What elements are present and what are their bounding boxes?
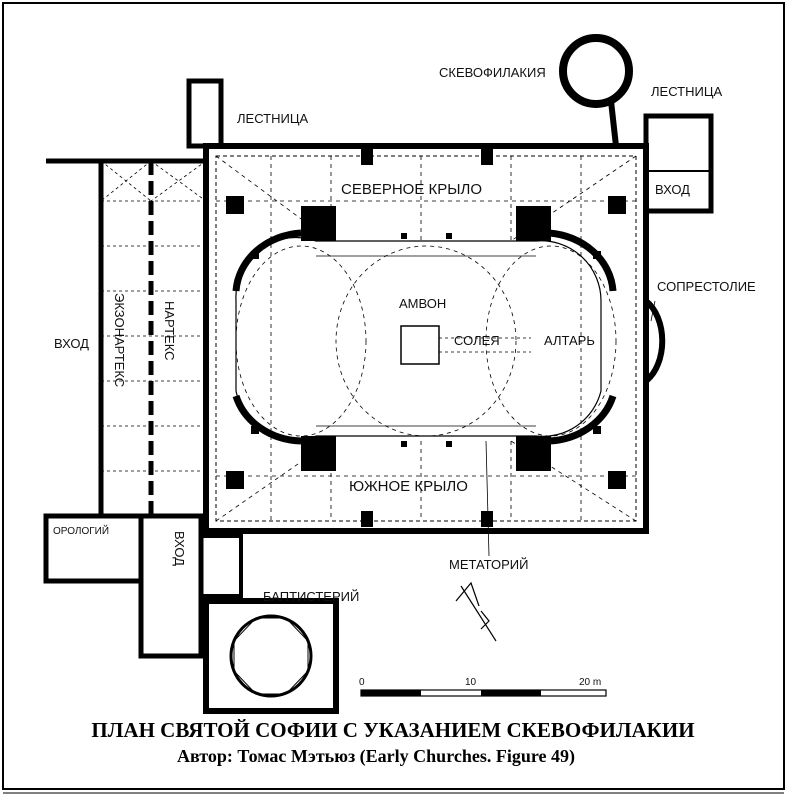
caption-subtitle: Автор: Томас Мэтьюз (Early Churches. Fig… xyxy=(177,746,575,767)
label-stair-left: ЛЕСТНИЦА xyxy=(237,111,308,126)
label-entrance-south: ВХОД xyxy=(172,531,187,566)
west-semidome xyxy=(235,245,367,437)
exedra-sw xyxy=(232,394,302,445)
label-solea: СОЛЕЯ xyxy=(454,333,500,348)
figure-border xyxy=(2,2,785,790)
scale-zero: 0 xyxy=(359,677,365,688)
sw-passage xyxy=(199,534,243,598)
label-exonarthex: ЭКЗОНАРТЕКС xyxy=(112,293,127,387)
narthex-vaults xyxy=(100,160,207,472)
baptistery-walls xyxy=(203,598,339,714)
exedra-se xyxy=(548,394,617,445)
label-narthex: НАРТЕКС xyxy=(162,301,177,361)
skevo-link xyxy=(608,100,619,147)
label-synthronon: СОПРЕСТОЛИЕ xyxy=(657,279,756,294)
scale-bar: 0 10 20 m xyxy=(359,677,607,697)
scale-ten: 10 xyxy=(465,677,477,688)
ambon-platform xyxy=(400,325,440,365)
label-stair-right: ЛЕСТНИЦА xyxy=(651,84,722,99)
nw-stair-tower xyxy=(186,78,224,149)
caption-title: ПЛАН СВЯТОЙ СОФИИ С УКАЗАНИЕМ СКЕВОФИЛАК… xyxy=(91,718,694,742)
central-dome xyxy=(335,245,517,437)
label-south-wing: ЮЖНОЕ КРЫЛО xyxy=(349,478,468,495)
piers xyxy=(226,149,626,527)
church-plan xyxy=(43,34,714,714)
metatorion-leader xyxy=(485,440,490,557)
label-ambon: АМВОН xyxy=(399,296,446,311)
baptistery-font xyxy=(233,617,309,695)
label-north-wing: СЕВЕРНОЕ КРЫЛО xyxy=(341,181,482,198)
inner-outline xyxy=(215,155,637,522)
skevophylakion-rotunda xyxy=(559,34,633,108)
east-semidome xyxy=(485,245,617,437)
baptistery-octagon xyxy=(229,614,313,698)
label-metatorion: МЕТАТОРИЙ xyxy=(449,557,529,572)
apse xyxy=(644,298,666,384)
label-skevofylakia: СКЕВОФИЛАКИЯ xyxy=(439,65,546,80)
scale-twenty: 20 m xyxy=(579,677,601,688)
north-arrow-icon xyxy=(455,581,497,642)
label-baptistery: БАПТИСТЕРИЙ xyxy=(263,589,359,604)
synthronon-leader xyxy=(650,300,656,322)
ne-stair-tower xyxy=(643,113,714,214)
label-horologion: ОРОЛОГИЙ xyxy=(53,524,109,537)
label-entrance-right: ВХОД xyxy=(655,182,690,197)
label-entrance-west: ВХОД xyxy=(54,336,89,351)
label-altar: АЛТАРЬ xyxy=(544,333,595,348)
